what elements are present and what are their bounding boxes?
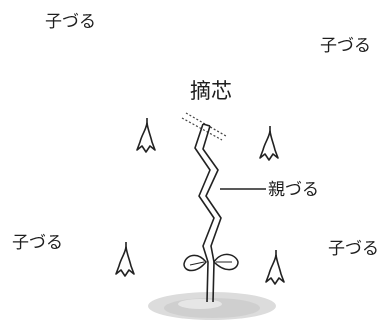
child-vine-label-middle-right: 子づる	[328, 239, 379, 259]
bud-icon-lower-left	[115, 242, 135, 277]
child-vine-label-middle-left: 子づる	[12, 233, 63, 253]
child-vine-label-top-left: 子づる	[45, 12, 96, 32]
main-vine-stem	[194, 123, 222, 303]
bud-icon-upper-right	[259, 126, 279, 161]
bud-icon-upper-left	[136, 118, 156, 153]
pinching-label: 摘芯	[190, 79, 232, 103]
bud-icon-lower-right	[265, 250, 285, 285]
pinch-mark	[181, 112, 227, 141]
leaves	[183, 253, 239, 272]
soil-mound	[148, 292, 276, 320]
main-vine-label: 親づる	[268, 180, 319, 200]
child-vine-label-top-right: 子づる	[320, 36, 371, 56]
